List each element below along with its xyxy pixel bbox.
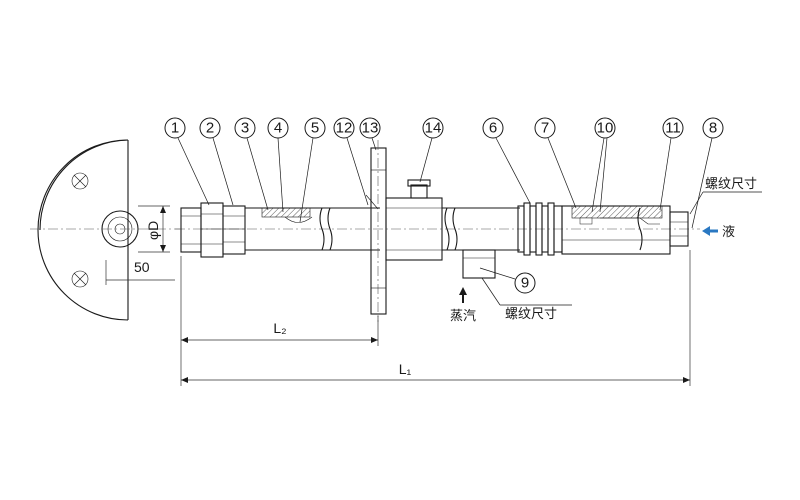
callout-7: 7	[541, 120, 549, 137]
liquid-annotation: 螺纹尺寸 液	[689, 177, 762, 240]
dimension-diameter: φD	[138, 205, 170, 253]
housing-body	[385, 179, 443, 261]
callout-4: 4	[274, 120, 282, 137]
callout-balloon-1	[164, 117, 186, 139]
diameter-label: φD	[145, 221, 161, 240]
thread-size-label-steam: 螺纹尺寸	[505, 307, 557, 322]
steam-label: 蒸汽	[450, 309, 476, 324]
bolt-hole-bottom	[71, 270, 89, 288]
callout-1: 1	[171, 120, 179, 137]
callout-2: 2	[206, 120, 214, 137]
dimension-l1: L₁	[181, 250, 691, 386]
callout-6: 6	[489, 120, 497, 137]
callout-5: 5	[311, 120, 319, 137]
callout-8: 8	[709, 120, 717, 137]
callout-3: 3	[241, 120, 249, 137]
callout-10: 10	[597, 120, 614, 137]
part-13-flange	[365, 140, 387, 322]
callout-11: 11	[665, 120, 681, 137]
part-8-end-fitting	[669, 211, 689, 247]
dimension-50: 50	[105, 259, 175, 285]
flange-side-view	[30, 139, 180, 321]
liquid-label: 液	[722, 225, 735, 240]
l2-label: L₂	[273, 320, 286, 336]
part-2-fitting	[222, 205, 246, 255]
part-1-nut	[180, 202, 224, 258]
mixing-cylinder	[561, 205, 671, 255]
offset-label: 50	[134, 259, 150, 275]
callout-9: 9	[521, 275, 529, 292]
steam-annotation: 蒸汽 螺纹尺寸	[450, 277, 572, 324]
thread-size-label-liquid: 螺纹尺寸	[705, 177, 757, 192]
part-9-steam-inlet	[462, 249, 496, 279]
callout-13: 13	[362, 120, 379, 137]
bolt-hole-top	[71, 172, 89, 190]
callout-14: 14	[425, 120, 442, 137]
l1-label: L₁	[399, 361, 412, 377]
callout-12: 12	[336, 120, 353, 137]
dimension-l2: L₂	[180, 256, 379, 386]
callout-group: 1 2 3 4 5 12 13 14 6 7 10 11	[164, 117, 724, 294]
